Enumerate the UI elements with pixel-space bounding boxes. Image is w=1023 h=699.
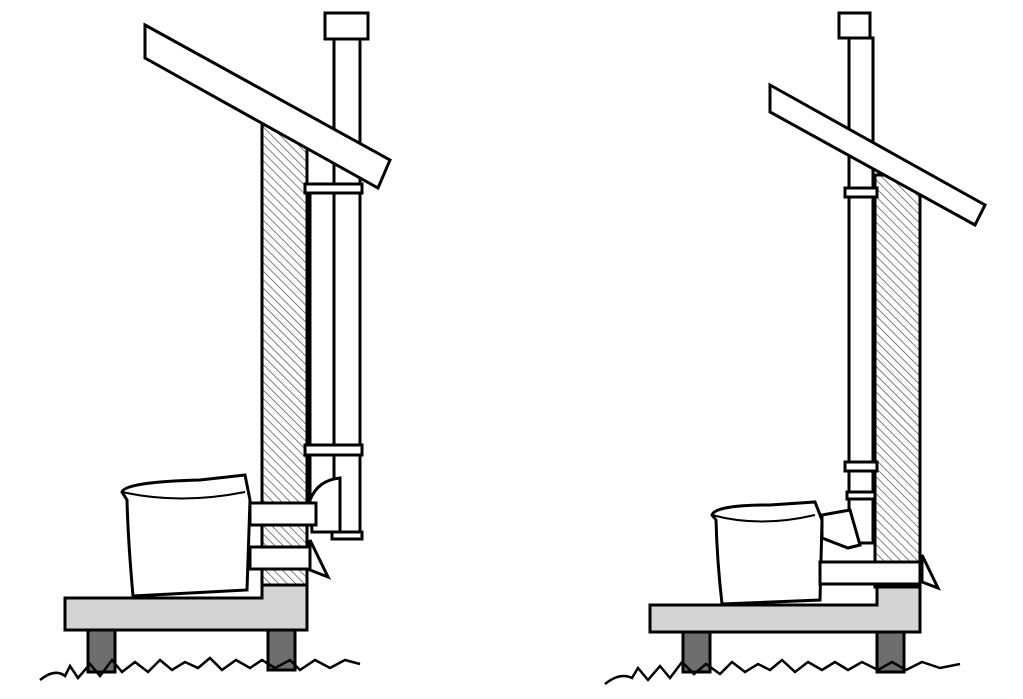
pipe-collar xyxy=(843,460,879,473)
pipe-collar xyxy=(303,443,364,457)
pipe-collar xyxy=(843,186,879,199)
vent-pipe xyxy=(332,36,362,540)
vent-flap xyxy=(308,539,332,580)
vent-cap xyxy=(837,11,872,40)
roof xyxy=(143,22,392,191)
wall xyxy=(873,173,922,589)
floor-slab xyxy=(63,583,309,632)
grass xyxy=(604,658,961,685)
pipe-collar xyxy=(330,530,364,541)
vent-flap xyxy=(920,554,941,591)
connection-pipe xyxy=(818,560,922,586)
pipe-collar xyxy=(845,490,877,501)
composting-toilet xyxy=(710,500,824,606)
pipe-collar xyxy=(303,182,364,195)
connection-pipe-lower xyxy=(248,545,312,571)
connection-pipe-upper xyxy=(248,501,318,527)
floor-slab xyxy=(648,585,922,634)
right-diagram xyxy=(604,11,987,685)
composting-toilet xyxy=(120,473,252,598)
grass xyxy=(39,656,361,681)
roof xyxy=(768,82,987,228)
left-diagram xyxy=(39,11,392,681)
vent-cap xyxy=(323,11,370,41)
